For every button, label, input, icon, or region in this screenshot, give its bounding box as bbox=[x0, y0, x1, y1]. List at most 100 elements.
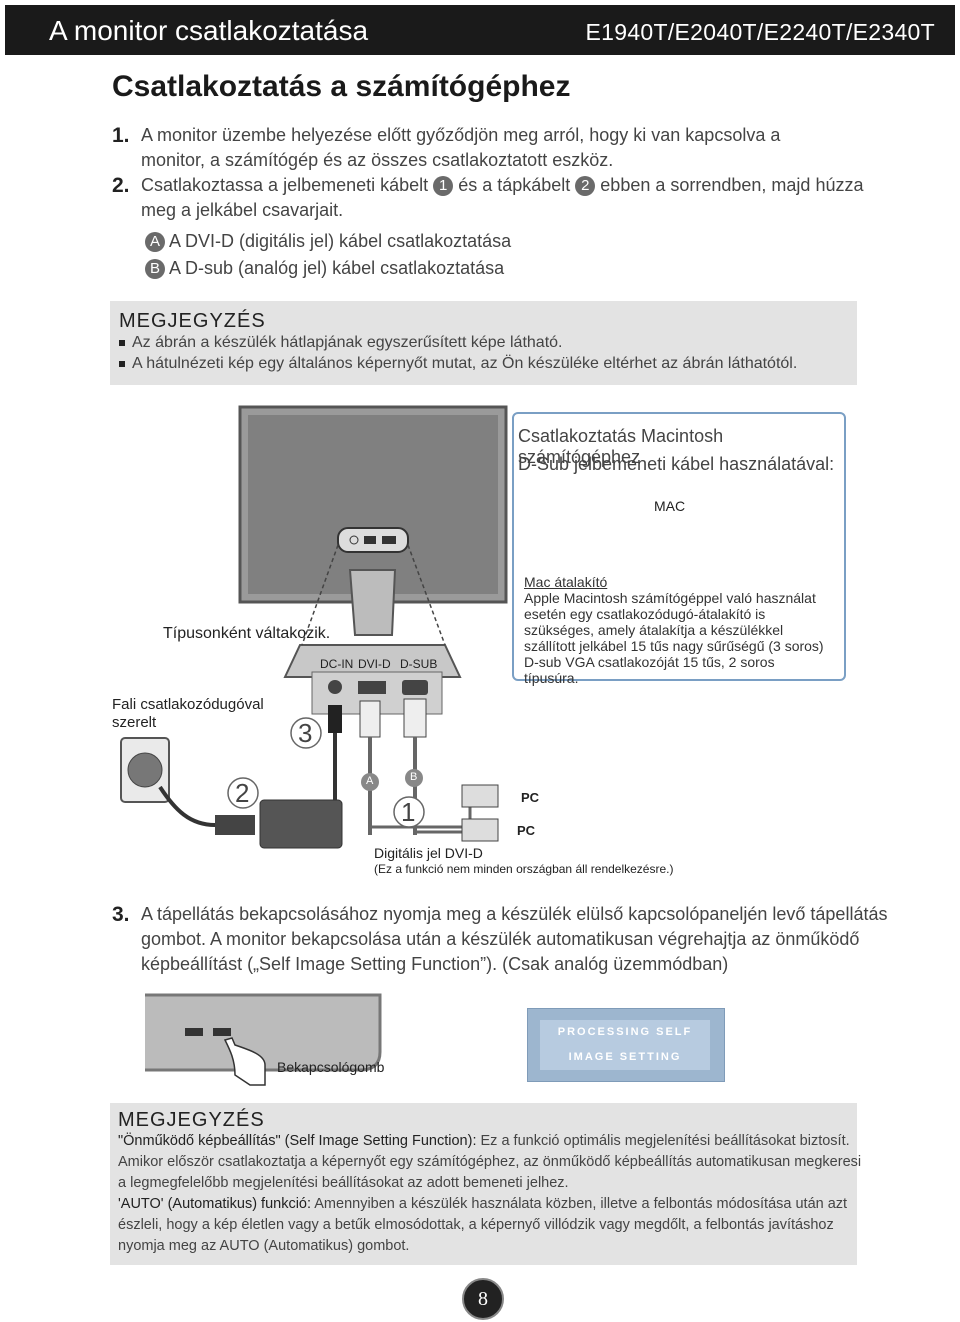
note1-line1: Az ábrán a készülék hátlapjának egyszerű… bbox=[132, 334, 563, 351]
mac-adapter-line3: szükséges, amely átalakítja a készülékke… bbox=[524, 622, 784, 638]
step2-text-a: Csatlakoztassa a jelbemeneti kábelt bbox=[141, 175, 429, 195]
front-button-2 bbox=[213, 1028, 231, 1036]
dvi-route bbox=[368, 801, 472, 835]
step3-number: 3. bbox=[112, 903, 130, 926]
circle-1-badge: 1 bbox=[433, 176, 454, 197]
note2-para6: nyomja meg az AUTO (Automatikus) gombot. bbox=[118, 1238, 410, 1254]
pc-connector-2 bbox=[461, 818, 499, 842]
option-b-badge: B bbox=[145, 259, 165, 280]
wall-label-1: Fali csatlakozódugóval bbox=[112, 696, 264, 713]
cable-b-label: B bbox=[410, 771, 418, 783]
digital-label: Digitális jel DVI-D bbox=[374, 845, 483, 861]
wall-label-2: szerelt bbox=[112, 714, 157, 731]
note2-heading: MEGJEGYZÉS bbox=[118, 1109, 265, 1131]
step2-text-b: és a tápkábelt bbox=[458, 175, 571, 195]
cable-a-label: A bbox=[366, 775, 374, 787]
option-b: B A D-sub (analóg jel) kábel csatlakozta… bbox=[145, 256, 504, 281]
finger-icon bbox=[223, 1037, 266, 1086]
dc-in-label: DC-IN bbox=[320, 657, 354, 671]
number-1: 1 bbox=[401, 797, 416, 827]
option-b-text: A D-sub (analóg jel) kábel csatlakoztatá… bbox=[169, 258, 505, 278]
pc-label-1: PC bbox=[521, 790, 540, 805]
note1-line2: A hátulnézeti kép egy általános képernyő… bbox=[132, 355, 798, 372]
power-button-illustration bbox=[145, 993, 382, 1086]
note1-item2: A hátulnézeti kép egy általános képernyő… bbox=[119, 355, 797, 373]
power-button-label: Bekapcsológomb bbox=[277, 1059, 385, 1075]
page-header: A monitor csatlakoztatása E1940T/E2040T/… bbox=[5, 5, 955, 55]
digital-note: (Ez a funkció nem minden országban áll r… bbox=[374, 862, 674, 876]
step1-number: 1. bbox=[112, 124, 130, 147]
note2-p4-bold: 'AUTO' (Automatikus) funkció: bbox=[118, 1196, 312, 1212]
cable-a-circle bbox=[361, 773, 379, 791]
processing-message: PROCESSING SELF IMAGE SETTING bbox=[540, 1020, 710, 1070]
number-3-circle bbox=[290, 717, 322, 749]
steps-block: 1. A monitor üzembe helyezése előtt győz… bbox=[112, 123, 872, 283]
note1-item1: Az ábrán a készülék hátlapjának egyszerű… bbox=[119, 334, 562, 352]
monitor-bezel bbox=[145, 993, 382, 1072]
option-a-badge: A bbox=[145, 232, 165, 253]
number-3: 3 bbox=[298, 718, 313, 748]
note2-p4-rest: Amennyiben a készülék használata közben,… bbox=[314, 1196, 848, 1212]
note2-para1: "Önműködő képbeállítás" (Self Image Sett… bbox=[118, 1133, 850, 1149]
zoom-line-right bbox=[407, 544, 446, 646]
power-plug bbox=[328, 705, 342, 733]
mac-adapter-line4: szállított jelkábel 15 tűs nagy sűrűségű… bbox=[524, 638, 824, 654]
dsub-plug bbox=[403, 698, 427, 738]
monitor-back-panel bbox=[248, 415, 498, 594]
step2-line1: Csatlakoztassa a jelbemeneti kábelt 1 és… bbox=[141, 173, 863, 198]
power-adapter bbox=[259, 799, 343, 849]
step1-line1: A monitor üzembe helyezése előtt győződj… bbox=[141, 125, 781, 145]
monitor-stand bbox=[348, 569, 397, 636]
step3-line1: A tápellátás bekapcsolásához nyomja meg … bbox=[141, 904, 888, 924]
step1-line2: monitor, a számítógép és az összes csatl… bbox=[141, 150, 614, 170]
note2-para2: Amikor először csatlakoztatja a képernyő… bbox=[118, 1154, 862, 1170]
number-2-circle bbox=[227, 777, 259, 809]
option-a-text: A DVI-D (digitális jel) kábel csatlakozt… bbox=[169, 231, 512, 251]
processing-display: PROCESSING SELF IMAGE SETTING bbox=[527, 1008, 725, 1082]
step2-text-c: ebben a sorrendben, majd húzza bbox=[600, 175, 864, 195]
mac-connection-box: Csatlakoztatás Macintosh számítógéphez D… bbox=[512, 412, 846, 686]
mac-adapter-text: Mac átalakító Apple Macintosh számítógép… bbox=[524, 574, 844, 686]
note-box-2: MEGJEGYZÉS "Önműködő képbeállítás" (Self… bbox=[110, 1103, 861, 1265]
mac-adapter-title: Mac átalakító bbox=[524, 574, 608, 590]
dvi-plug bbox=[359, 700, 381, 738]
header-title: A monitor csatlakoztatása bbox=[49, 15, 369, 46]
mac-caption-1: Csatlakoztatás Macintosh számítógéphez bbox=[518, 426, 724, 467]
step3-line3: képbeállítást („Self Image Setting Funct… bbox=[141, 954, 729, 974]
circle-2-badge: 2 bbox=[575, 176, 596, 197]
note2-para4: 'AUTO' (Automatikus) funkció: Amennyiben… bbox=[118, 1196, 847, 1212]
step3-line2: gombot. A monitor bekapcsolása után a ké… bbox=[141, 929, 860, 949]
option-a: A A DVI-D (digitális jel) kábel csatlako… bbox=[145, 229, 511, 254]
note1-heading: MEGJEGYZÉS bbox=[119, 310, 266, 332]
pc-label-2: PC bbox=[517, 823, 536, 838]
front-button-1 bbox=[185, 1028, 203, 1036]
outlet-plug bbox=[127, 752, 163, 788]
mac-adapter-line1: Apple Macintosh számítógéppel való haszn… bbox=[524, 590, 816, 606]
monitor-base bbox=[283, 644, 462, 678]
processing-line2: IMAGE SETTING bbox=[568, 1051, 682, 1063]
dvi-d-label: DVI-D bbox=[358, 657, 391, 671]
page-number: 8 bbox=[462, 1278, 504, 1320]
step3-block: 3. A tápellátás bekapcsolásához nyomja m… bbox=[112, 902, 887, 982]
number-1-circle bbox=[393, 796, 425, 828]
number-2: 2 bbox=[235, 778, 250, 808]
zoom-line-left bbox=[301, 544, 339, 646]
note-box-1: MEGJEGYZÉS Az ábrán a készülék hátlapján… bbox=[110, 301, 857, 385]
note2-para3: a legmegfelelőbb megjelenítési beállítás… bbox=[118, 1175, 569, 1191]
dvi-d-port bbox=[358, 681, 386, 694]
processing-line1: PROCESSING SELF bbox=[557, 1026, 693, 1038]
power-cord bbox=[158, 785, 216, 827]
note2-p1-rest: Ez a funkció optimális megjelenítési beá… bbox=[480, 1133, 850, 1149]
mac-adapter-line6: típusúra. bbox=[524, 670, 579, 686]
cable-b-circle bbox=[405, 769, 423, 787]
step2-line2: meg a jelkábel csavarjait. bbox=[141, 200, 344, 220]
mac-label: MAC bbox=[654, 498, 686, 514]
cord-plug bbox=[215, 815, 255, 835]
varies-label: Típusonként váltakozik. bbox=[163, 625, 331, 642]
connection-diagram bbox=[120, 405, 648, 849]
step2-number: 2. bbox=[112, 174, 130, 197]
section-title: Csatlakoztatás a számítógéphez bbox=[112, 70, 571, 103]
mac-caption-2: D-Sub jelbemeneti kábel használatával: bbox=[518, 454, 835, 474]
note2-para5: észleli, hogy a kép életlen vagy a betűk… bbox=[118, 1217, 834, 1233]
header-models: E1940T/E2040T/E2240T/E2340T bbox=[585, 19, 935, 45]
